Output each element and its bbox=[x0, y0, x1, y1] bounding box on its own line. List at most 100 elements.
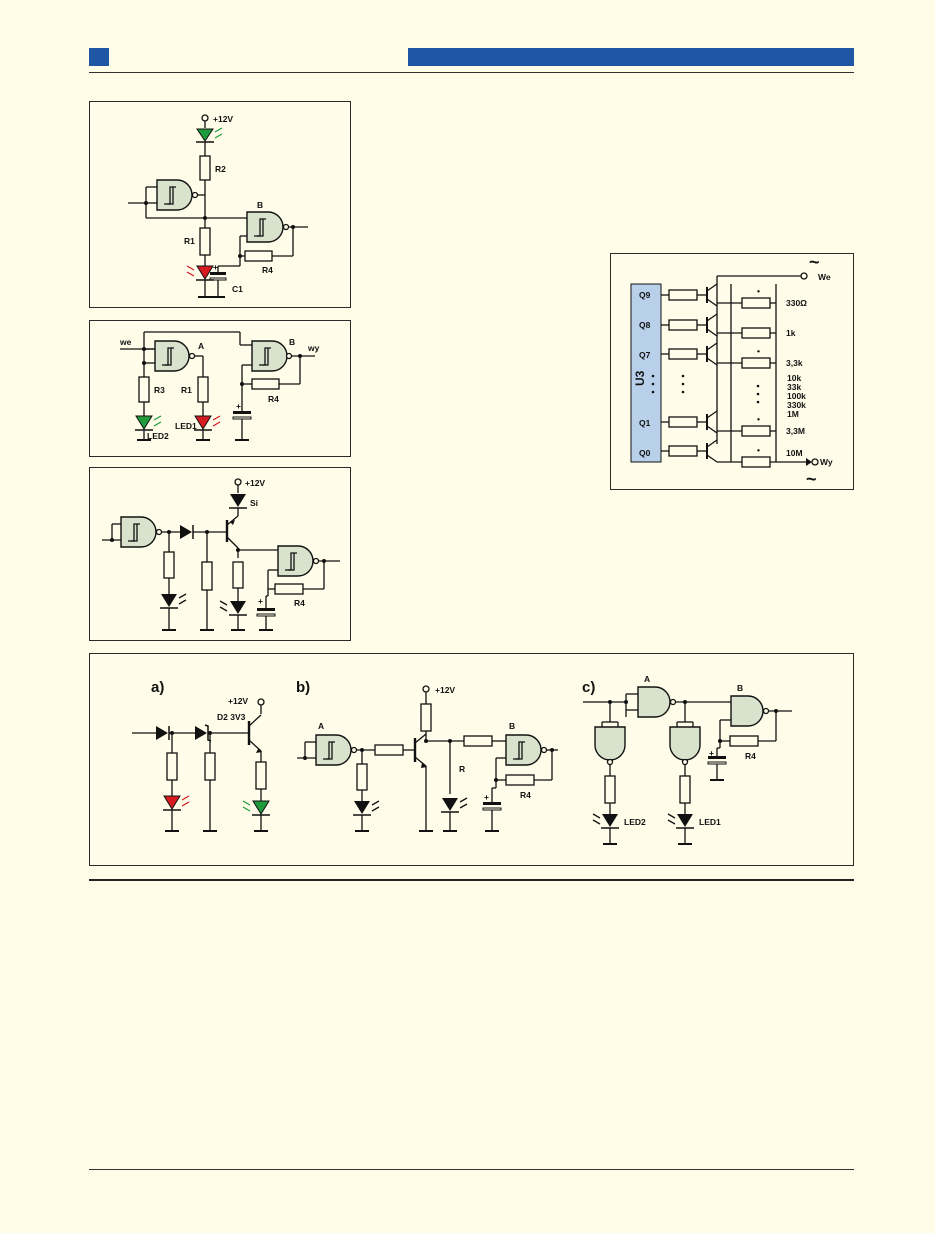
nand-gate-b bbox=[730, 695, 764, 727]
r-label: R bbox=[459, 764, 465, 774]
svg-text:•: • bbox=[757, 286, 760, 296]
wy-terminal bbox=[811, 458, 819, 466]
we-label: We bbox=[818, 272, 831, 282]
resistor bbox=[204, 752, 216, 781]
r1-label: R1 bbox=[181, 385, 192, 395]
schmitt-gate-2 bbox=[277, 545, 314, 577]
resistor-r3 bbox=[138, 376, 150, 403]
variant-a-label: a) bbox=[151, 679, 164, 696]
circuit-panel-4-resistor-bank: U3 Q9 Q8 Q7 Q1 Q0 • • • • bbox=[610, 252, 854, 490]
r4-label: R4 bbox=[294, 598, 305, 608]
resistor-value-10m: 10M bbox=[786, 448, 803, 458]
circuit-panel-2: we A R3 LED2 R1 LED1 B wy R4 + bbox=[89, 320, 351, 457]
resistor-r4 bbox=[274, 583, 304, 595]
gate-a-label: A bbox=[198, 341, 204, 351]
led2-label-c: LED2 bbox=[624, 817, 646, 827]
resistor-r4 bbox=[505, 774, 535, 786]
green-led-icon bbox=[196, 128, 214, 142]
green-led-icon bbox=[252, 800, 270, 815]
schmitt-gate-1 bbox=[120, 516, 157, 548]
led2-label: LED2 bbox=[147, 431, 169, 441]
output-label-q9: Q9 bbox=[639, 290, 651, 300]
d2-label: D2 3V3 bbox=[217, 712, 246, 722]
led1-label-c: LED1 bbox=[699, 817, 721, 827]
switch-row-q9: • bbox=[661, 283, 771, 309]
r4-label: R4 bbox=[262, 265, 273, 275]
resistor-r4 bbox=[244, 250, 273, 262]
gate-a-label-b: A bbox=[318, 721, 324, 731]
vcc-label: +12V bbox=[213, 114, 233, 124]
red-led-icon bbox=[163, 795, 181, 810]
circuit-3-schematic: +12V Si R4 bbox=[102, 478, 340, 631]
ac-tilde-top: ~ bbox=[809, 252, 820, 272]
schmitt-gate-a bbox=[154, 340, 190, 372]
resistor-value-10k: 10k bbox=[787, 373, 801, 383]
chip-u3 bbox=[630, 283, 662, 463]
gate-b-label: B bbox=[289, 337, 295, 347]
led-icon bbox=[442, 798, 458, 811]
vcc-terminal-b bbox=[422, 685, 430, 693]
circuit-panel-3: +12V Si R4 bbox=[89, 467, 351, 641]
red-led-icon bbox=[194, 415, 212, 430]
diode-si-icon bbox=[230, 494, 246, 507]
vcc-label-a: +12V bbox=[228, 696, 248, 706]
switch-row-q1: • bbox=[661, 410, 771, 437]
resistor-r2 bbox=[199, 155, 211, 181]
resistor bbox=[232, 561, 244, 589]
switch-row-q0: • bbox=[661, 439, 771, 468]
resistor bbox=[604, 775, 616, 804]
circuit-2-schematic: we A R3 LED2 R1 LED1 B wy R4 + bbox=[119, 331, 320, 441]
output-label-q7: Q7 bbox=[639, 350, 651, 360]
resistor bbox=[420, 703, 432, 732]
schmitt-gate-a bbox=[156, 179, 193, 211]
resistor-value-1k: 1k bbox=[786, 328, 796, 338]
diode-icon bbox=[180, 525, 192, 539]
capacitor bbox=[233, 411, 251, 414]
svg-text:•: • bbox=[757, 414, 760, 424]
variant-b-label: b) bbox=[296, 679, 310, 696]
resistor-bank-schematic: U3 Q9 Q8 Q7 Q1 Q0 • • • • bbox=[630, 252, 833, 489]
resistor-value-3-3k: 3,3k bbox=[786, 358, 803, 368]
led-icon bbox=[677, 814, 693, 827]
variants-schematic: a) +12V D2 3V3 b) +12V A bbox=[132, 674, 792, 845]
diode-icon bbox=[156, 726, 168, 740]
resistor-value-33k: 33k bbox=[787, 382, 801, 392]
si-label: Si bbox=[250, 498, 258, 508]
variant-c-label: c) bbox=[582, 679, 595, 696]
section-rule bbox=[89, 879, 854, 881]
svg-text:•: • bbox=[757, 445, 760, 455]
resistor-r4 bbox=[729, 735, 759, 747]
gate-b-label-c: B bbox=[737, 683, 743, 693]
resistor bbox=[163, 551, 175, 579]
output-label-q1: Q1 bbox=[639, 418, 651, 428]
switch-row-q8 bbox=[661, 313, 771, 339]
green-led-icon bbox=[135, 415, 153, 430]
ac-tilde-bottom: ~ bbox=[806, 469, 817, 489]
gate-a-label-c: A bbox=[644, 674, 650, 684]
wy-label: Wy bbox=[820, 457, 833, 467]
circuit-panel-5-variants: a) +12V D2 3V3 b) +12V A bbox=[89, 653, 854, 866]
header-right-bar bbox=[408, 48, 854, 66]
schmitt-gate-a bbox=[315, 734, 352, 766]
nand-gate-a bbox=[637, 686, 671, 718]
gate-b-label-b: B bbox=[509, 721, 515, 731]
resistor bbox=[166, 752, 178, 781]
footer-rule bbox=[89, 1169, 854, 1170]
schmitt-gate-b bbox=[505, 734, 542, 766]
circuit-panel-1: +12V R2 B R4 + C1 R1 bbox=[89, 101, 351, 308]
resistor bbox=[356, 763, 368, 791]
vcc-label-b: +12V bbox=[435, 685, 455, 695]
gate-b-label: B bbox=[257, 200, 263, 210]
schmitt-gate-b bbox=[251, 340, 288, 372]
led-icon bbox=[230, 601, 246, 614]
we-terminal bbox=[800, 272, 808, 280]
vcc-label: +12V bbox=[245, 478, 265, 488]
switch-row-q7: • bbox=[661, 342, 771, 369]
resistor-r1 bbox=[199, 227, 211, 256]
svg-text:+: + bbox=[258, 596, 263, 606]
chip-u3-label: U3 bbox=[633, 370, 647, 386]
capacitor-c1 bbox=[210, 272, 226, 275]
svg-text:+: + bbox=[484, 792, 489, 802]
svg-text:+: + bbox=[709, 748, 714, 758]
vcc-terminal bbox=[234, 478, 242, 486]
